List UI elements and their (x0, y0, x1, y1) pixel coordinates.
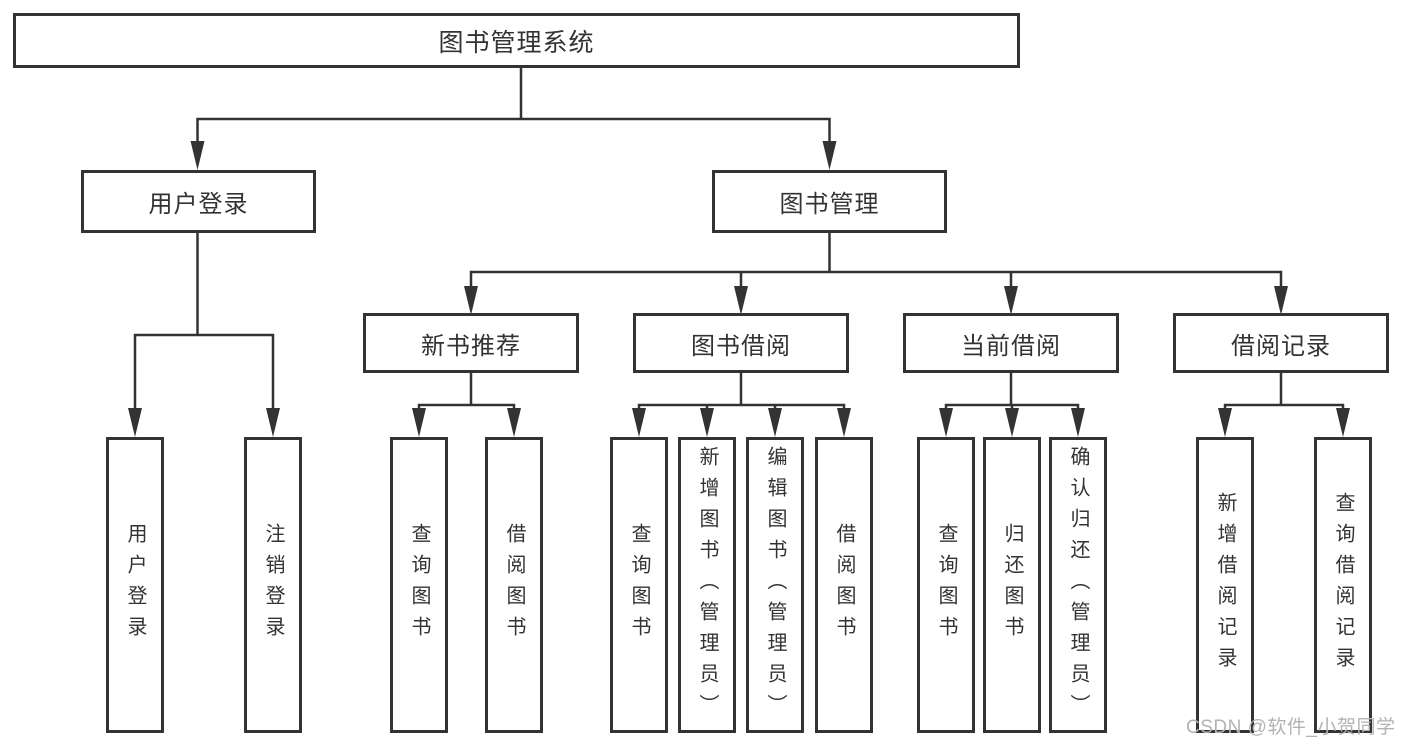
arrowhead (700, 408, 714, 437)
arrowhead (837, 408, 851, 437)
leaf-confirm-return-admin: 确认归还（管理员） (1049, 437, 1107, 733)
node-borrowing-records-label: 借阅记录 (1231, 332, 1331, 360)
leaf-query-books-borrow-label: 查询图书 (628, 523, 650, 647)
leaf-user-login: 用户登录 (106, 437, 164, 733)
node-current-borrowing: 当前借阅 (903, 313, 1119, 373)
arrowhead (632, 408, 646, 437)
leaf-query-borrow-record-label: 查询借阅记录 (1332, 492, 1354, 678)
node-book-management-label: 图书管理 (779, 191, 880, 218)
leaf-logout-label: 注销登录 (262, 523, 284, 647)
arrowhead (128, 408, 142, 437)
node-root: 图书管理系统 (13, 13, 1020, 68)
edge-bookmgmt-bar (469, 270, 1283, 292)
edge-borrow-bar (637, 403, 846, 414)
leaf-edit-books-admin: 编辑图书（管理员） (746, 437, 804, 733)
leaf-query-books-recommend: 查询图书 (390, 437, 448, 733)
leaf-add-books-admin-label: 新增图书（管理员） (696, 445, 718, 725)
node-book-management: 图书管理 (712, 170, 947, 233)
node-root-label: 图书管理系统 (438, 28, 595, 57)
leaf-confirm-return-admin-label: 确认归还（管理员） (1067, 445, 1089, 725)
leaf-logout: 注销登录 (244, 437, 302, 733)
arrowhead (1004, 286, 1018, 315)
leaf-edit-books-admin-label: 编辑图书（管理员） (764, 445, 786, 725)
arrowhead (190, 141, 205, 170)
leaf-query-books-recommend-label: 查询图书 (408, 523, 430, 647)
leaf-return-books: 归还图书 (983, 437, 1041, 733)
leaf-query-books-borrow: 查询图书 (610, 437, 668, 733)
arrowhead (939, 408, 953, 437)
arrowhead (1071, 408, 1085, 437)
node-new-book-recommend-label: 新书推荐 (421, 332, 521, 360)
arrowhead (1274, 286, 1288, 315)
node-book-borrowing: 图书借阅 (633, 313, 849, 373)
arrowhead (507, 408, 521, 437)
arrowhead (734, 286, 748, 315)
arrowhead (822, 141, 837, 170)
node-current-borrowing-label: 当前借阅 (961, 332, 1061, 360)
arrowhead (266, 408, 280, 437)
arrowhead (1218, 408, 1232, 437)
csdn-watermark: CSDN @软件_小贺同学 (1186, 717, 1396, 738)
edge-newbook-bar (417, 403, 516, 414)
arrowhead (1336, 408, 1350, 437)
arrowhead (768, 408, 782, 437)
leaf-borrow-books-recommend: 借阅图书 (485, 437, 543, 733)
leaf-query-books-current: 查询图书 (917, 437, 975, 733)
edge-records-bar (1223, 403, 1345, 414)
leaf-return-books-label: 归还图书 (1001, 523, 1023, 647)
leaf-query-books-current-label: 查询图书 (935, 523, 957, 647)
leaf-add-borrow-record: 新增借阅记录 (1196, 437, 1254, 733)
edge-root-bar (196, 117, 831, 147)
leaf-user-login-label: 用户登录 (124, 523, 146, 647)
leaf-borrow-books: 借阅图书 (815, 437, 873, 733)
arrowhead (1005, 408, 1019, 437)
leaf-borrow-books-recommend-label: 借阅图书 (503, 523, 525, 647)
leaf-query-borrow-record: 查询借阅记录 (1314, 437, 1372, 733)
node-book-borrowing-label: 图书借阅 (691, 332, 791, 360)
node-user-login: 用户登录 (81, 170, 316, 233)
node-new-book-recommend: 新书推荐 (363, 313, 579, 373)
leaf-borrow-books-label: 借阅图书 (833, 523, 855, 647)
node-borrowing-records: 借阅记录 (1173, 313, 1389, 373)
arrowhead (464, 286, 478, 315)
leaf-add-books-admin: 新增图书（管理员） (678, 437, 736, 733)
leaf-add-borrow-record-label: 新增借阅记录 (1214, 492, 1236, 678)
edge-userlogin-bar (133, 333, 275, 412)
arrowhead (412, 408, 426, 437)
node-user-login-label: 用户登录 (148, 191, 249, 218)
